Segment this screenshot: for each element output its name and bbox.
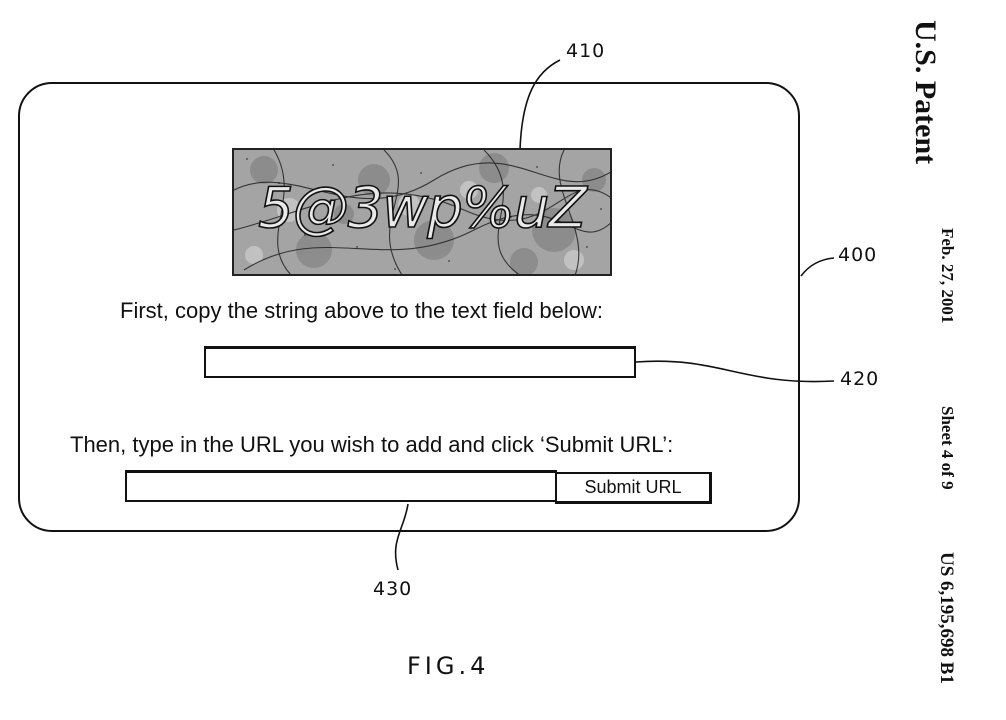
captcha-image: 5@3wp%uZ [232,148,612,276]
submit-url-button[interactable]: Submit URL [555,472,712,504]
ref-numeral-400: 400 [838,244,878,266]
instruction-enter-url: Then, type in the URL you wish to add an… [70,432,674,457]
captcha-string: 5@3wp%uZ [257,175,587,242]
captcha-noise [234,150,610,274]
url-text-field[interactable] [125,470,557,502]
leader-430 [394,503,409,571]
instruction-copy-string: First, copy the string above to the text… [120,298,604,323]
ref-numeral-430: 430 [373,578,413,600]
figure-label: FIG.4 [407,652,490,680]
ref-numeral-420: 420 [840,368,880,390]
leader-420 [635,360,835,383]
leader-410 [519,59,561,151]
ref-numeral-410: 410 [566,40,606,62]
captcha-text-field[interactable] [204,346,636,378]
leader-400 [800,257,835,277]
submission-panel [18,82,800,532]
